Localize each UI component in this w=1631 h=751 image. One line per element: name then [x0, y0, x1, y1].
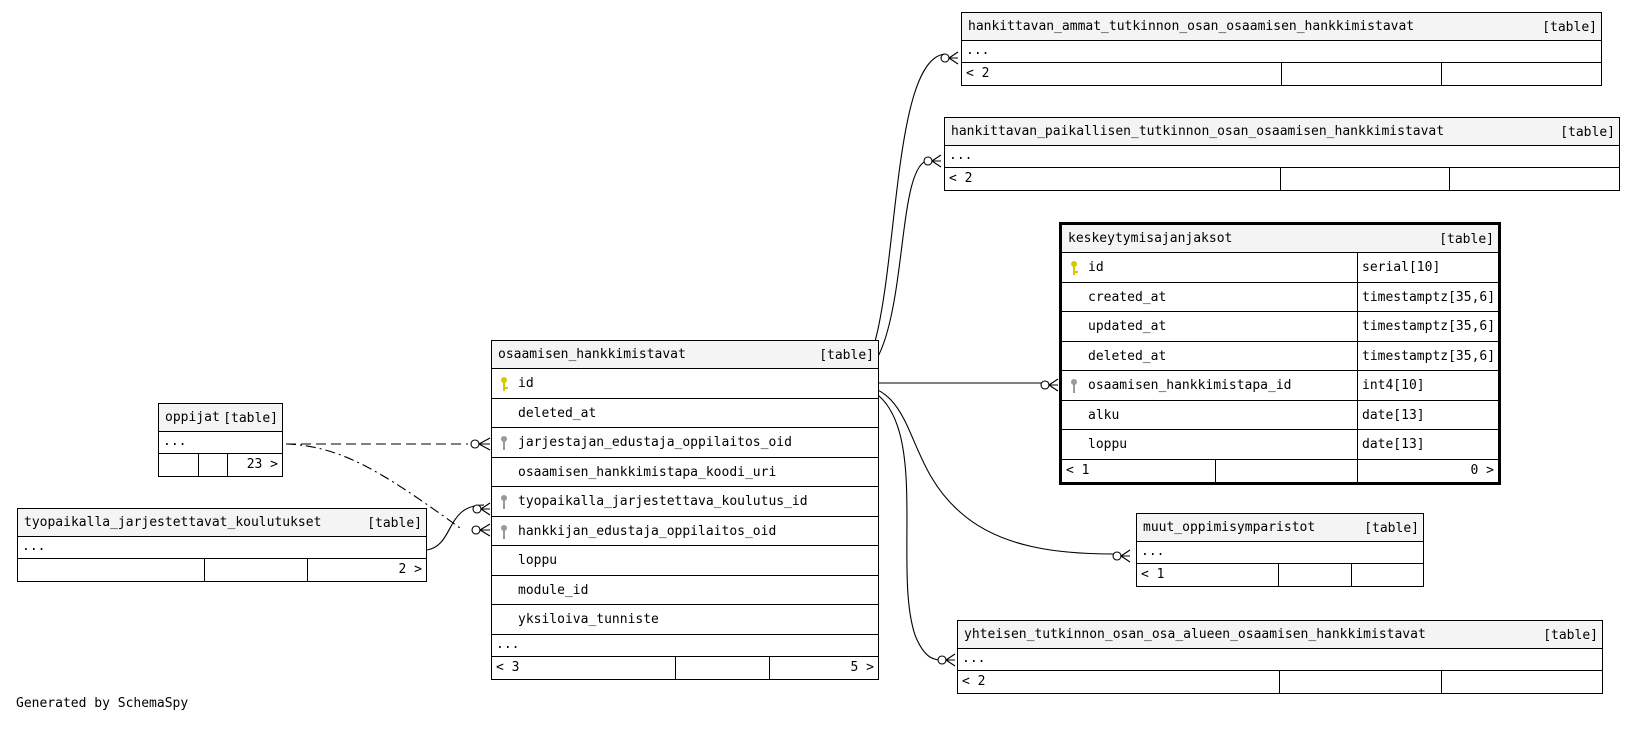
table-header: muut_oppimisymparistot [table]: [1137, 514, 1423, 542]
table-kind: [table]: [1560, 125, 1615, 140]
more-columns: ...: [159, 432, 282, 454]
foreign-key-icon: [501, 436, 507, 450]
table-name: hankittavan_ammat_tutkinnon_osan_osaamis…: [968, 19, 1415, 34]
table-footer: 23 >: [159, 454, 282, 476]
column-row[interactable]: yksiloiva_tunniste: [492, 605, 878, 635]
column-row[interactable]: osaamisen_hankkimistapa_id int4[10]: [1062, 371, 1498, 401]
table-kind: [table]: [1439, 232, 1494, 247]
table-footer: 2 >: [18, 559, 426, 581]
generated-by-footer: Generated by SchemaSpy: [16, 696, 189, 711]
parents-count[interactable]: < 2: [962, 674, 986, 689]
column-row[interactable]: loppu date[13]: [1062, 430, 1498, 460]
column-row[interactable]: id: [492, 369, 878, 399]
table-name: yhteisen_tutkinnon_osan_osa_alueen_osaam…: [964, 627, 1426, 642]
table-kind: [table]: [223, 411, 278, 426]
table-name: muut_oppimisymparistot: [1143, 520, 1316, 535]
children-count[interactable]: 2 >: [398, 562, 422, 577]
parents-count[interactable]: < 2: [949, 171, 973, 186]
table-footer: < 2: [958, 671, 1602, 693]
table-hankittavan-paikallisen[interactable]: hankittavan_paikallisen_tutkinnon_osan_o…: [944, 117, 1620, 191]
table-header: hankittavan_paikallisen_tutkinnon_osan_o…: [945, 118, 1619, 146]
children-count[interactable]: 23 >: [246, 457, 278, 472]
foreign-key-icon: [501, 524, 507, 539]
more-columns: ...: [1137, 542, 1423, 564]
table-header: yhteisen_tutkinnon_osan_osa_alueen_osaam…: [958, 621, 1602, 649]
parents-count[interactable]: < 2: [966, 66, 990, 81]
column-row[interactable]: loppu: [492, 546, 878, 576]
primary-key-icon: [1071, 261, 1078, 275]
column-row[interactable]: deleted_at: [492, 399, 878, 428]
parents-count[interactable]: < 1: [1141, 567, 1165, 582]
table-osaamisen-hankkimistavat[interactable]: osaamisen_hankkimistavat [table] id dele…: [491, 340, 879, 680]
table-name: oppijat: [165, 410, 220, 425]
column-row[interactable]: deleted_at timestamptz[35,6]: [1062, 341, 1498, 371]
column-row[interactable]: id serial[10]: [1062, 253, 1498, 283]
primary-key-icon: [501, 377, 508, 391]
more-columns: ...: [962, 41, 1601, 63]
table-name: osaamisen_hankkimistavat: [498, 347, 686, 362]
column-row[interactable]: hankkijan_edustaja_oppilaitos_oid: [492, 517, 878, 546]
more-columns: ...: [945, 146, 1619, 168]
column-row[interactable]: jarjestajan_edustaja_oppilaitos_oid: [492, 428, 878, 458]
parents-count[interactable]: < 3: [496, 659, 520, 675]
table-kind: [table]: [367, 516, 422, 531]
table-footer: < 2: [962, 63, 1601, 85]
column-row[interactable]: module_id: [492, 576, 878, 605]
table-header: tyopaikalla_jarjestettavat_koulutukset […: [18, 509, 426, 537]
table-header: hankittavan_ammat_tutkinnon_osan_osaamis…: [962, 13, 1601, 41]
table-footer: < 3 5 >: [492, 656, 878, 679]
column-row[interactable]: osaamisen_hankkimistapa_koodi_uri: [492, 458, 878, 487]
more-columns: ...: [958, 649, 1602, 671]
table-kind: [table]: [819, 348, 874, 363]
edge-oppijat-2: [285, 443, 461, 529]
foreign-key-icon: [501, 495, 507, 509]
table-oppijat[interactable]: oppijat [table] ... 23 >: [158, 403, 283, 477]
children-count[interactable]: 0 >: [1470, 462, 1494, 478]
more-columns: ...: [492, 635, 878, 657]
table-muut-oppimisymparistot[interactable]: muut_oppimisymparistot [table] ... < 1: [1136, 513, 1424, 587]
table-header: oppijat [table]: [159, 404, 282, 432]
column-row[interactable]: tyopaikalla_jarjestettava_koulutus_id: [492, 487, 878, 517]
column-row[interactable]: updated_at timestamptz[35,6]: [1062, 312, 1498, 342]
table-header: keskeytymisajanjaksot [table]: [1062, 225, 1498, 253]
table-kind: [table]: [1542, 20, 1597, 35]
table-header: osaamisen_hankkimistavat [table]: [492, 341, 878, 369]
edge-yhteisen: [845, 382, 944, 661]
table-keskeytymisajanjaksot[interactable]: keskeytymisajanjaksot [table] id serial[…: [1059, 222, 1501, 485]
table-tyopaikalla[interactable]: tyopaikalla_jarjestettavat_koulutukset […: [17, 508, 427, 582]
table-name: keskeytymisajanjaksot: [1068, 231, 1233, 246]
table-footer: < 2: [945, 168, 1619, 190]
table-hankittavan-ammat[interactable]: hankittavan_ammat_tutkinnon_osan_osaamis…: [961, 12, 1602, 86]
edge-hankittavan-ammat: [845, 53, 946, 384]
table-footer: < 1: [1137, 564, 1423, 586]
table-name: hankittavan_paikallisen_tutkinnon_osan_o…: [951, 124, 1445, 139]
edge-muut: [845, 382, 1114, 555]
foreign-key-icon: [1071, 379, 1077, 393]
table-name: tyopaikalla_jarjestettavat_koulutukset: [24, 515, 322, 530]
table-footer: < 1 0 >: [1062, 459, 1498, 482]
children-count[interactable]: 5 >: [850, 659, 874, 675]
column-row[interactable]: alku date[13]: [1062, 400, 1498, 430]
table-kind: [table]: [1364, 521, 1419, 536]
parents-count[interactable]: < 1: [1066, 462, 1090, 478]
more-columns: ...: [18, 537, 426, 559]
table-kind: [table]: [1543, 628, 1598, 643]
edge-tyopaikalla: [426, 504, 485, 551]
table-yhteisen[interactable]: yhteisen_tutkinnon_osan_osa_alueen_osaam…: [957, 620, 1603, 694]
column-row[interactable]: created_at timestamptz[35,6]: [1062, 282, 1498, 312]
